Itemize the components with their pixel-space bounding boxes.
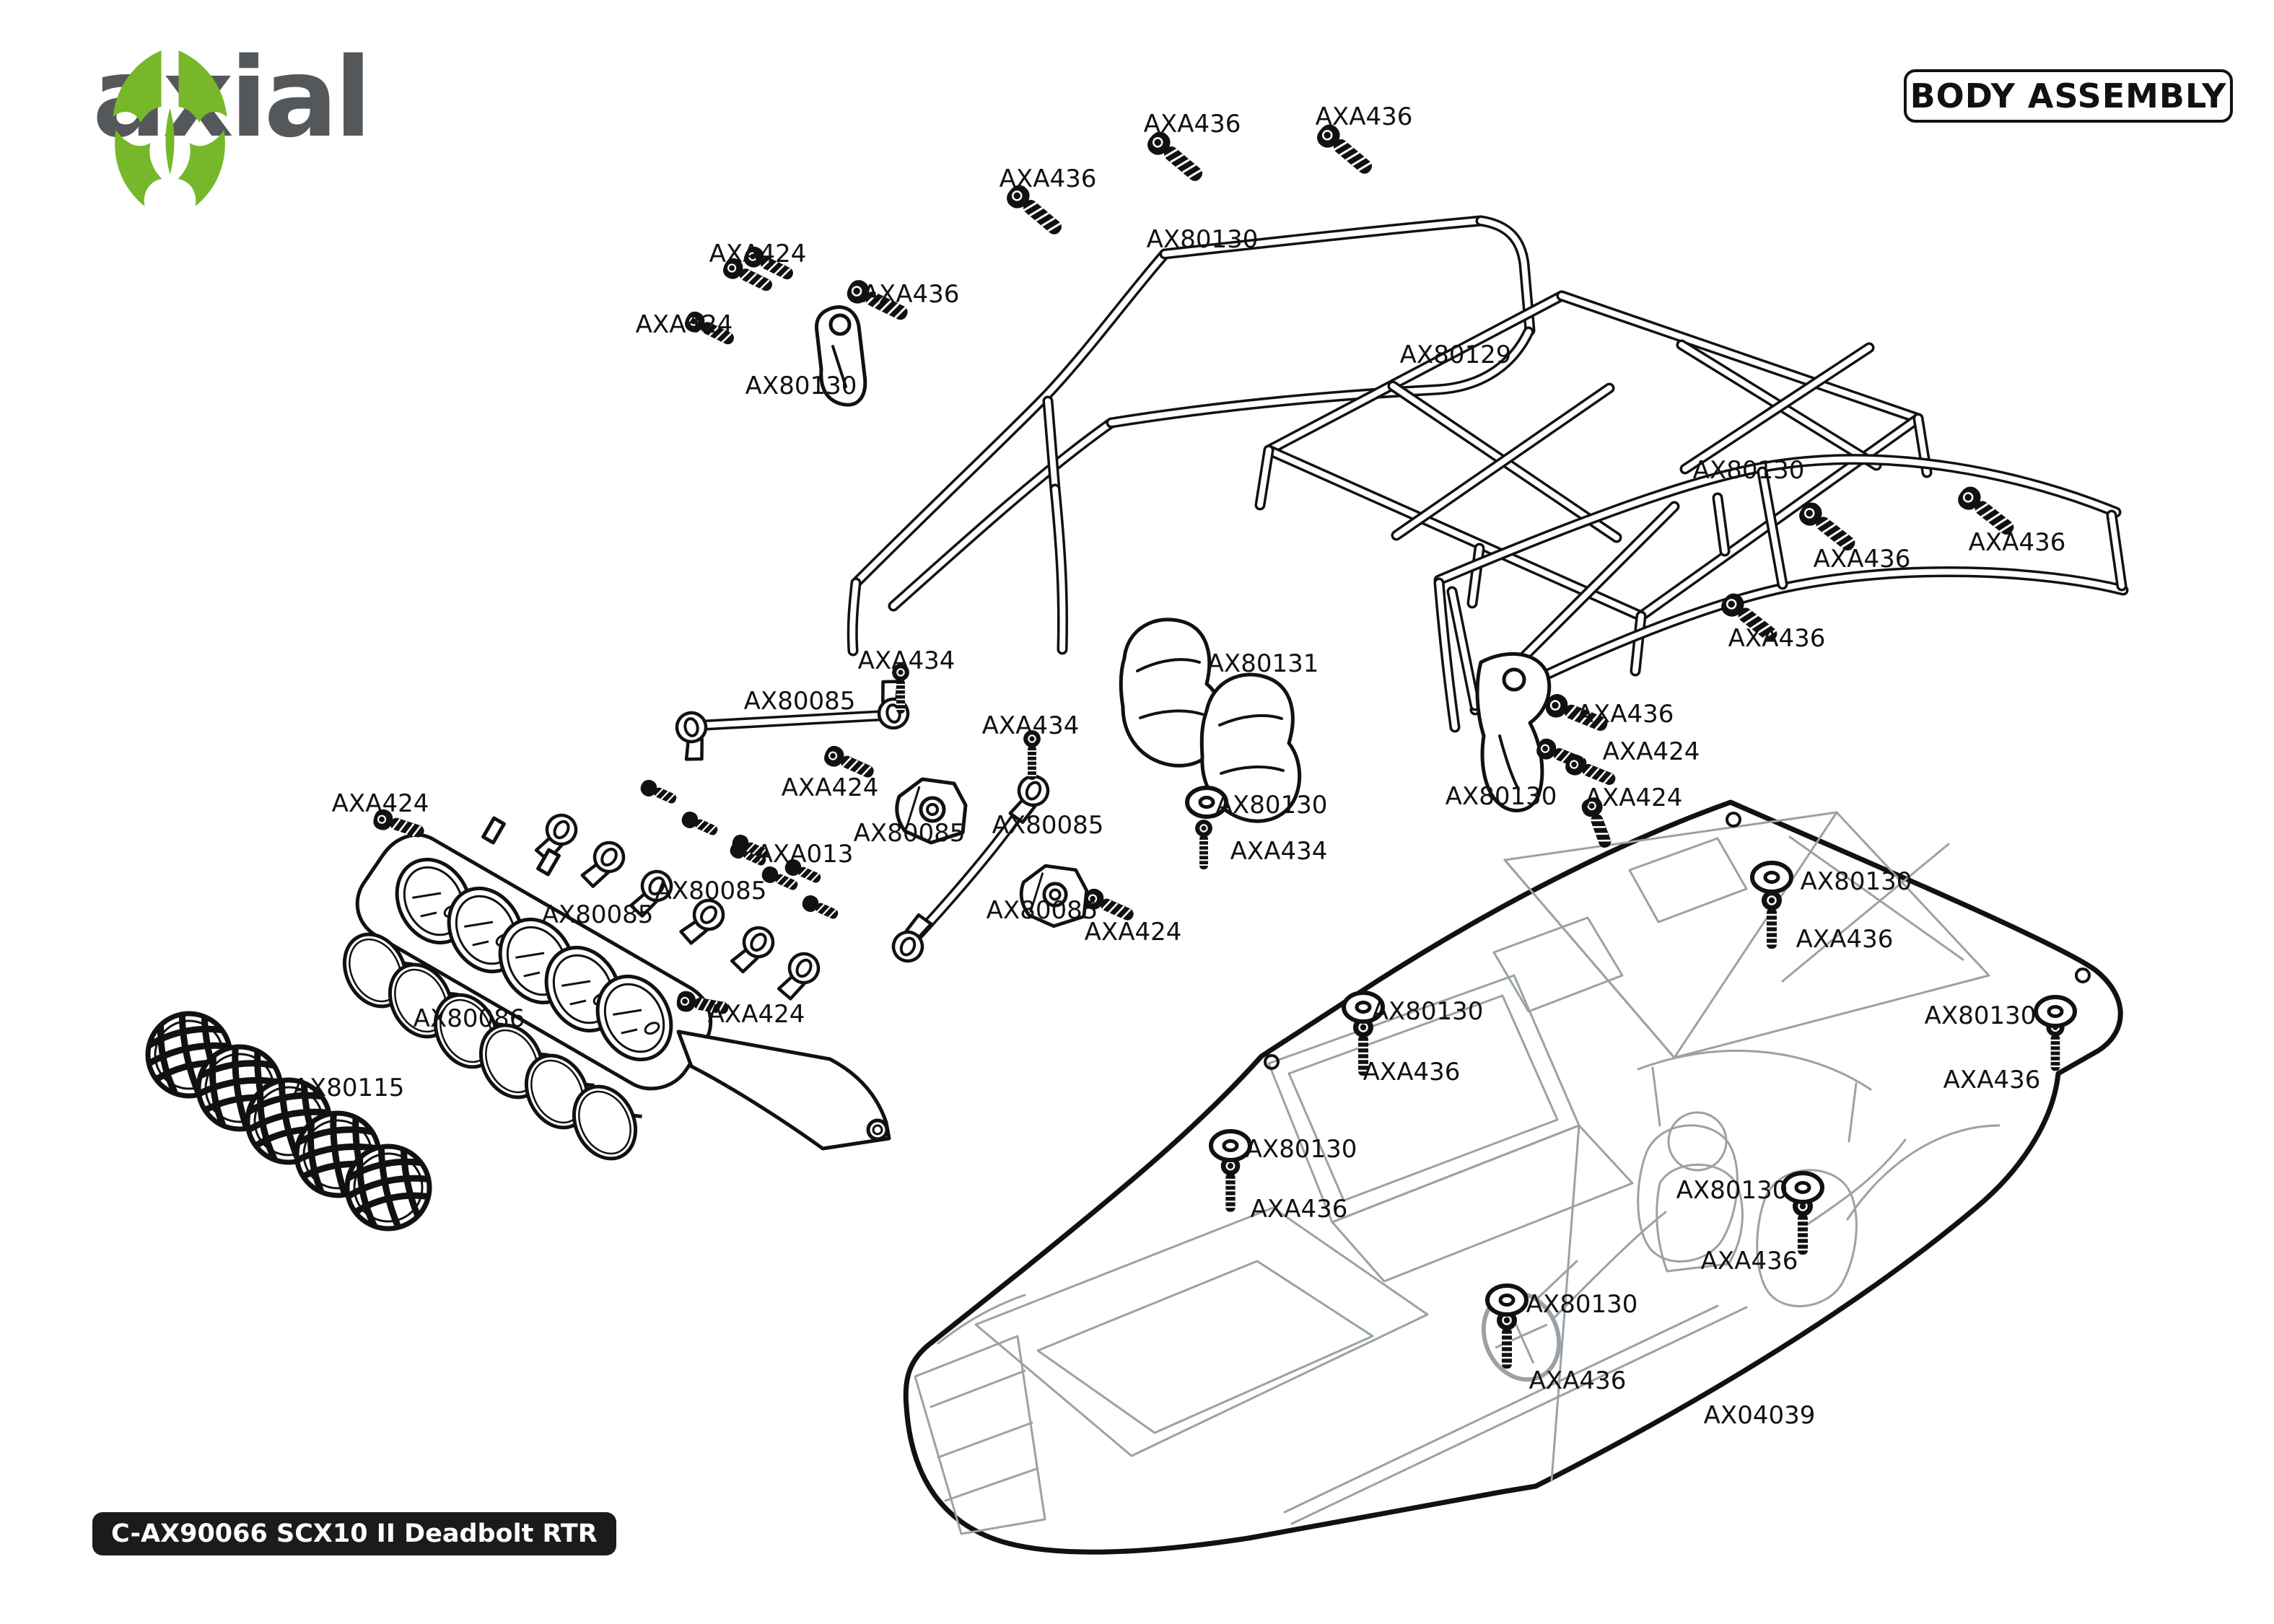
part-label-ax80129: AX80129 bbox=[1399, 341, 1512, 369]
part-label-ax80130: AX80130 bbox=[1445, 782, 1557, 811]
body-post-hole bbox=[1726, 812, 1741, 828]
title-badge-text: BODY ASSEMBLY bbox=[1910, 76, 2227, 115]
title-badge: BODY ASSEMBLY bbox=[1904, 69, 2233, 123]
part-label-axa436: AXA436 bbox=[1700, 1247, 1798, 1276]
part-label-ax80130: AX80130 bbox=[1800, 867, 1912, 896]
part-label-axa436: AXA436 bbox=[862, 280, 960, 309]
part-label-axa436: AXA436 bbox=[999, 164, 1097, 193]
part-label-ax80130: AX80130 bbox=[1924, 1001, 2037, 1030]
part-label-ax80085: AX80085 bbox=[541, 900, 654, 929]
part-label-axa436: AXA436 bbox=[1813, 545, 1911, 574]
part-label-ax80085: AX80085 bbox=[992, 811, 1104, 840]
part-label-ax80086: AX80086 bbox=[413, 1004, 525, 1033]
part-label-ax80130: AX80130 bbox=[1215, 791, 1328, 820]
part-label-ax80130: AX80130 bbox=[1371, 997, 1484, 1026]
light-bar-part bbox=[355, 816, 891, 1151]
part-label-axa436: AXA436 bbox=[1143, 110, 1241, 139]
part-label-ax80085: AX80085 bbox=[853, 819, 966, 848]
part-label-axa434: AXA434 bbox=[981, 711, 1080, 740]
part-label-axa434: AXA434 bbox=[857, 646, 955, 675]
part-label-axa436: AXA436 bbox=[1315, 102, 1413, 131]
part-label-ax80085: AX80085 bbox=[986, 896, 1098, 925]
part-label-axa436: AXA436 bbox=[1796, 925, 1894, 954]
part-label-axa424: AXA424 bbox=[1084, 918, 1182, 947]
brand-logo: axial bbox=[92, 43, 372, 206]
part-label-axa434: AXA434 bbox=[1230, 837, 1328, 866]
mirror-set-part bbox=[1119, 618, 1302, 823]
part-label-axa424: AXA424 bbox=[781, 773, 879, 802]
part-label-ax80130: AX80130 bbox=[1676, 1176, 1788, 1205]
part-label-ax80130: AX80130 bbox=[745, 372, 857, 400]
part-label-ax80085: AX80085 bbox=[655, 877, 767, 905]
part-label-axa424: AXA424 bbox=[331, 789, 429, 818]
part-label-ax80115: AX80115 bbox=[292, 1074, 405, 1102]
body-post-hole bbox=[2075, 967, 2091, 983]
part-label-axa013: AXA013 bbox=[756, 840, 854, 869]
body-shell bbox=[903, 799, 2123, 1555]
part-label-axa436: AXA436 bbox=[1968, 528, 2066, 557]
part-label-ax04039: AX04039 bbox=[1703, 1401, 1816, 1430]
model-badge: C-AX90066 SCX10 II Deadbolt RTR bbox=[92, 1512, 616, 1555]
part-label-ax80130: AX80130 bbox=[1692, 456, 1805, 485]
part-label-ax80130: AX80130 bbox=[1245, 1135, 1357, 1164]
body-interior-lines bbox=[914, 811, 2000, 1535]
part-label-axa436: AXA436 bbox=[1250, 1195, 1348, 1224]
part-label-ax80085: AX80085 bbox=[743, 687, 856, 716]
body-post-hole bbox=[1264, 1054, 1280, 1070]
light-guard-set-part bbox=[140, 1006, 437, 1236]
link-rod-upper bbox=[674, 678, 910, 763]
part-label-axa436: AXA436 bbox=[1363, 1058, 1461, 1087]
part-label-axa424: AXA424 bbox=[635, 310, 733, 339]
rear-cage-part bbox=[1433, 454, 2129, 812]
part-label-ax80130: AX80130 bbox=[1526, 1290, 1638, 1319]
part-label-axa424: AXA424 bbox=[707, 1000, 805, 1029]
part-label-axa436: AXA436 bbox=[1728, 624, 1826, 653]
link-rod-lower bbox=[888, 771, 1052, 965]
part-label-axa436: AXA436 bbox=[1529, 1366, 1627, 1395]
part-label-axa424: AXA424 bbox=[1602, 737, 1700, 766]
part-label-axa436: AXA436 bbox=[1576, 700, 1674, 729]
axial-emblem-icon bbox=[113, 51, 227, 206]
part-label-ax80130: AX80130 bbox=[1146, 225, 1259, 254]
front-cage-bracket bbox=[815, 305, 867, 407]
part-label-ax80131: AX80131 bbox=[1207, 649, 1319, 678]
part-label-axa424: AXA424 bbox=[709, 240, 807, 268]
main-cage-part bbox=[1254, 290, 1933, 677]
part-label-axa436: AXA436 bbox=[1943, 1066, 2041, 1094]
part-label-axa424: AXA424 bbox=[1585, 784, 1683, 812]
body-mount-bracket bbox=[1475, 651, 1552, 812]
